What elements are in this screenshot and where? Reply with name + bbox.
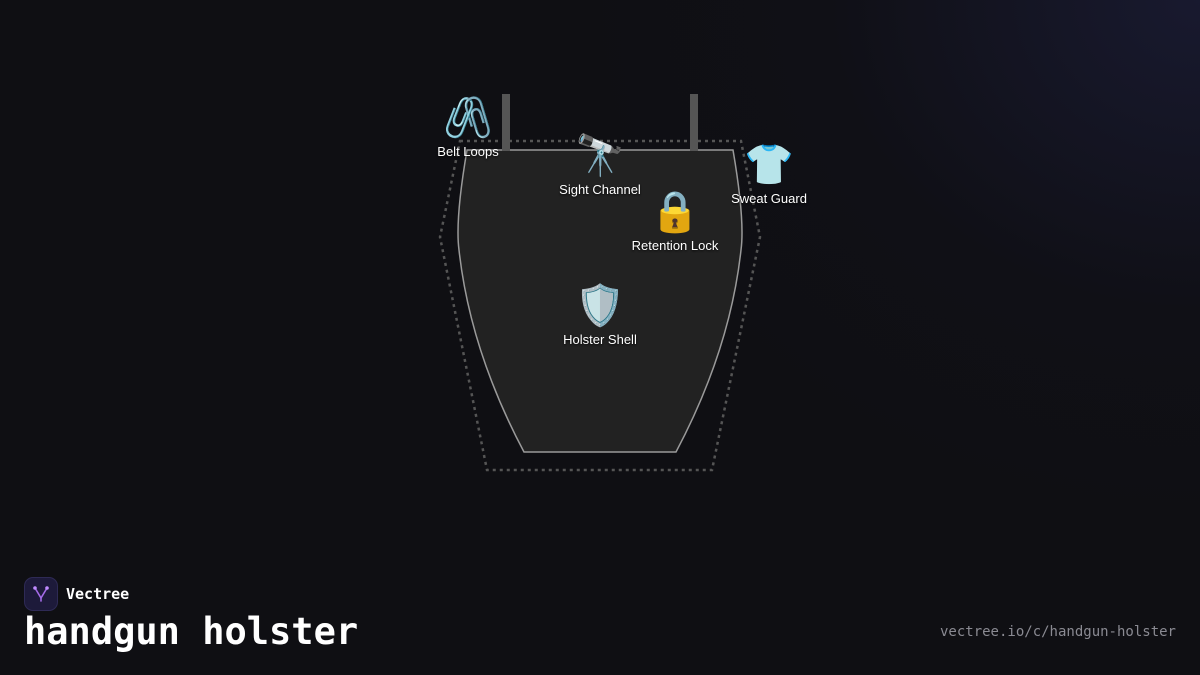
holster-shell-shape [457,149,743,453]
vectree-logo-icon [24,577,58,611]
lock-icon: 🔒 [650,190,700,234]
part-label: Retention Lock [631,238,719,253]
paperclip-icon: 🖇️ [443,96,493,140]
shield-icon: 🛡️ [575,284,625,328]
right-strap [690,94,698,151]
page-title: handgun holster [24,610,359,653]
brand[interactable]: Vectree [24,577,129,611]
telescope-icon: 🔭 [575,134,625,178]
part-retention-lock: 🔒 Retention Lock [605,188,745,254]
t-shirt-icon: 👕 [744,143,794,187]
source-url[interactable]: vectree.io/c/handgun-holster [939,624,1176,640]
part-holster-shell: 🛡️ Holster Shell [530,282,670,348]
part-label: Holster Shell [563,332,637,347]
part-label: Sweat Guard [731,191,807,206]
part-label: Sight Channel [559,182,641,197]
outer-dashed-outline [438,139,762,472]
part-sight-channel: 🔭 Sight Channel [530,132,670,198]
part-belt-loops: 🖇️ Belt Loops [398,94,538,160]
part-sweat-guard: 👕 Sweat Guard [699,141,839,207]
part-label: Belt Loops [437,144,499,159]
brand-name: Vectree [66,585,130,603]
left-strap [502,94,510,151]
